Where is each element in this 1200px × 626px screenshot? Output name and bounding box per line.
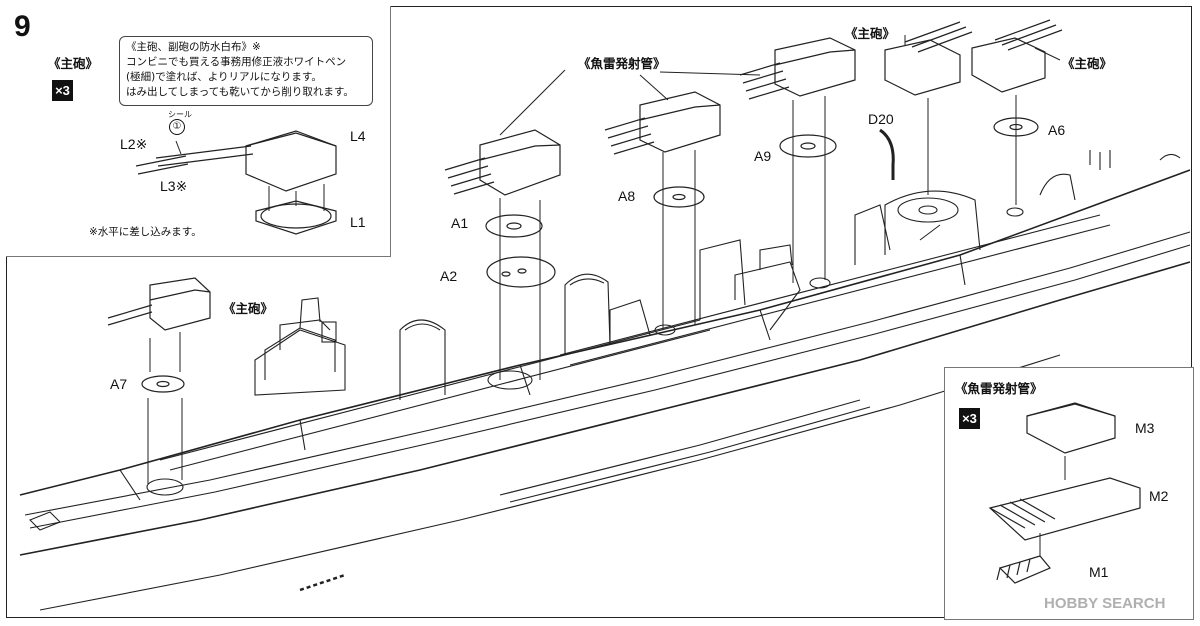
part-label-L1: L1 [350,214,366,230]
part-label-M2: M2 [1149,488,1169,504]
quantity-badge: ×3 [52,80,73,101]
inset-title-torpedo: 《魚雷発射管》 [955,381,1043,396]
label-torpedo-tubes: 《魚雷発射管》 [578,56,666,71]
part-label-A7: A7 [110,376,128,392]
part-label-M1: M1 [1089,564,1109,580]
seal-label: シール [168,110,192,119]
part-label-A6: A6 [1048,122,1066,138]
main-gun-assembly-drawing [135,130,337,235]
part-label-D20: D20 [868,111,894,127]
part-label-M3: M3 [1135,420,1155,436]
part-label-L2: L2※ [120,136,148,152]
part-label-A1: A1 [451,215,469,231]
note-line: (極細)で塗れば、よりリアルになります。 [126,71,322,83]
part-label-A9: A9 [754,148,772,164]
label-main-gun-aft-1: 《主砲》 [845,26,896,41]
main-gun-inset: 《主砲》 ×3 《主砲、副砲の防水白布》※ コンビニでも買える事務用修正液ホワイ… [6,6,391,257]
part-label-L4: L4 [350,128,366,144]
part-label-L3: L3※ [160,178,188,194]
note-line: コンビニでも買える事務用修正液ホワイトペン [126,56,347,68]
instruction-frame [6,6,1192,618]
note-line: はみ出してしまっても乾いてから削り取れます。 [126,86,354,98]
seal-number: ① [169,119,185,135]
label-main-gun-front: 《主砲》 [223,301,274,316]
paint-tip-note: 《主砲、副砲の防水白布》※ コンビニでも買える事務用修正液ホワイトペン (極細)… [119,36,373,106]
inset-title-main-gun: 《主砲》 [48,56,99,71]
footnote: ※水平に差し込みます。 [89,226,202,238]
part-label-A2: A2 [440,268,458,284]
torpedo-tube-assembly-drawing [988,402,1141,584]
note-line: 《主砲、副砲の防水白布》※ [126,41,261,53]
part-label-A8: A8 [618,188,636,204]
torpedo-tube-inset: 《魚雷発射管》 ×3 M3 M2 M1 [944,367,1194,620]
quantity-badge: ×3 [959,408,980,429]
watermark-logo: HOBBY SEARCH [1044,595,1166,612]
label-main-gun-aft-2: 《主砲》 [1062,56,1113,71]
step-number: 9 [14,10,31,43]
